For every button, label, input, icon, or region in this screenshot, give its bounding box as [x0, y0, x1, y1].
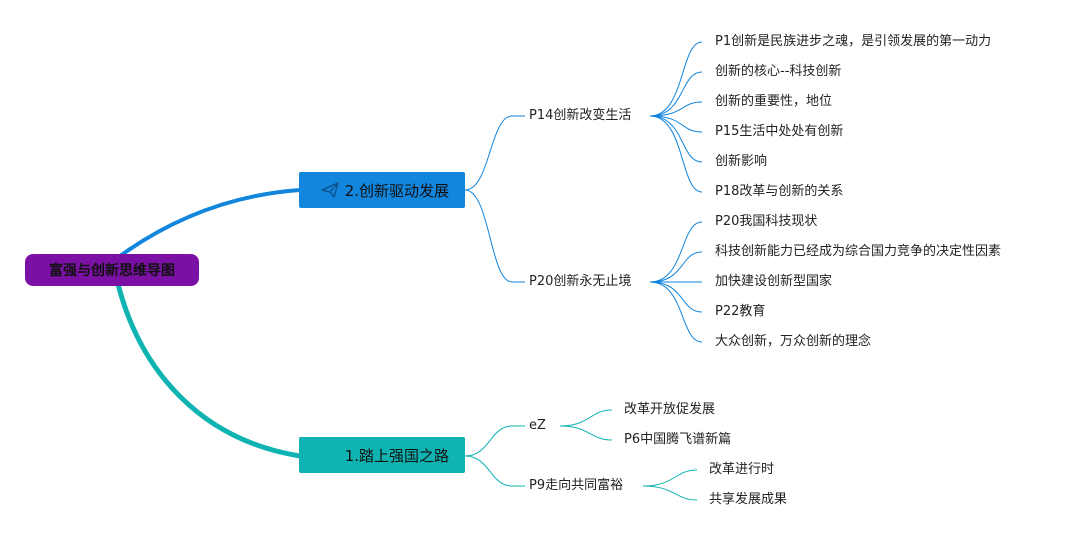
leaf-label: 科技创新能力已经成为综合国力竞争的决定性因素: [715, 244, 1002, 259]
leaf-node[interactable]: P22教育: [715, 303, 765, 321]
branch-strong-nation[interactable]: 1.踏上强国之路: [299, 437, 465, 473]
subtopic-label: eZ: [529, 418, 546, 433]
leaf-node[interactable]: 加快建设创新型国家: [715, 273, 832, 291]
root-to-branch-2-link: [115, 283, 301, 459]
subtopic-innovation-never-ends[interactable]: P20创新永无止境: [529, 273, 631, 291]
leaf-label: 改革进行时: [709, 462, 775, 477]
leaf-node[interactable]: 大众创新，万众创新的理念: [715, 333, 871, 351]
leaf-label: 创新的重要性，地位: [715, 94, 833, 109]
root-topic-label: 富强与创新思维导图: [49, 263, 175, 279]
paper-plane-icon: [321, 182, 339, 198]
sub-1-leaf-links: [649, 41, 703, 193]
leaf-node[interactable]: 改革进行时: [709, 461, 774, 479]
branch-1-to-sub-1-link: [464, 115, 525, 191]
sub-2-leaf-links: [649, 221, 703, 343]
leaf-label: 加快建设创新型国家: [715, 274, 833, 289]
branch-2-to-sub-3-link: [464, 425, 525, 457]
leaf-label: P1创新是民族进步之魂，是引领发展的第一动力: [715, 34, 992, 49]
leaf-label: P15生活中处处有创新: [715, 124, 844, 139]
leaf-label: 创新的核心--科技创新: [715, 64, 842, 79]
leaf-label: P22教育: [715, 304, 766, 319]
subtopic-label: P14创新改变生活: [529, 108, 632, 123]
leaf-label: 大众创新，万众创新的理念: [715, 334, 872, 349]
leaf-node[interactable]: 创新的重要性，地位: [715, 93, 832, 111]
subtopic-label: P20创新永无止境: [529, 274, 632, 289]
leaf-label: 创新影响: [715, 154, 768, 169]
sub-4-leaf-links: [642, 469, 698, 501]
leaf-label: 改革开放促发展: [624, 402, 716, 417]
root-to-branch-1-link: [118, 188, 301, 258]
leaf-node[interactable]: P20我国科技现状: [715, 213, 817, 231]
leaf-node[interactable]: P1创新是民族进步之魂，是引领发展的第一动力: [715, 33, 991, 51]
leaf-node[interactable]: 创新影响: [715, 153, 767, 171]
branch-2-to-sub-4-link: [464, 455, 525, 487]
subtopic-innovation-changes-life[interactable]: P14创新改变生活: [529, 107, 631, 125]
branch-strong-nation-label: 1.踏上强国之路: [344, 446, 449, 465]
leaf-label: P18改革与创新的关系: [715, 184, 844, 199]
leaf-label: P6中国腾飞谱新篇: [624, 432, 732, 447]
root-topic[interactable]: 富强与创新思维导图: [25, 254, 199, 286]
subtopic-label: P9走向共同富裕: [529, 478, 624, 493]
leaf-node[interactable]: 共享发展成果: [709, 491, 787, 509]
branch-1-to-sub-2-link: [464, 189, 525, 283]
subtopic-common-prosperity[interactable]: P9走向共同富裕: [529, 477, 623, 495]
leaf-label: 共享发展成果: [709, 492, 788, 507]
leaf-node[interactable]: 改革开放促发展: [624, 401, 715, 419]
branch-innovation[interactable]: 2.创新驱动发展: [299, 172, 465, 208]
leaf-node[interactable]: P15生活中处处有创新: [715, 123, 843, 141]
leaf-node[interactable]: P6中国腾飞谱新篇: [624, 431, 731, 449]
leaf-node[interactable]: 科技创新能力已经成为综合国力竞争的决定性因素: [715, 243, 1001, 261]
leaf-node[interactable]: 创新的核心--科技创新: [715, 63, 841, 81]
sub-3-leaf-links: [559, 409, 613, 441]
subtopic-ez[interactable]: eZ: [529, 417, 546, 435]
leaf-node[interactable]: P18改革与创新的关系: [715, 183, 843, 201]
branch-innovation-label: 2.创新驱动发展: [344, 181, 449, 200]
leaf-label: P20我国科技现状: [715, 214, 818, 229]
